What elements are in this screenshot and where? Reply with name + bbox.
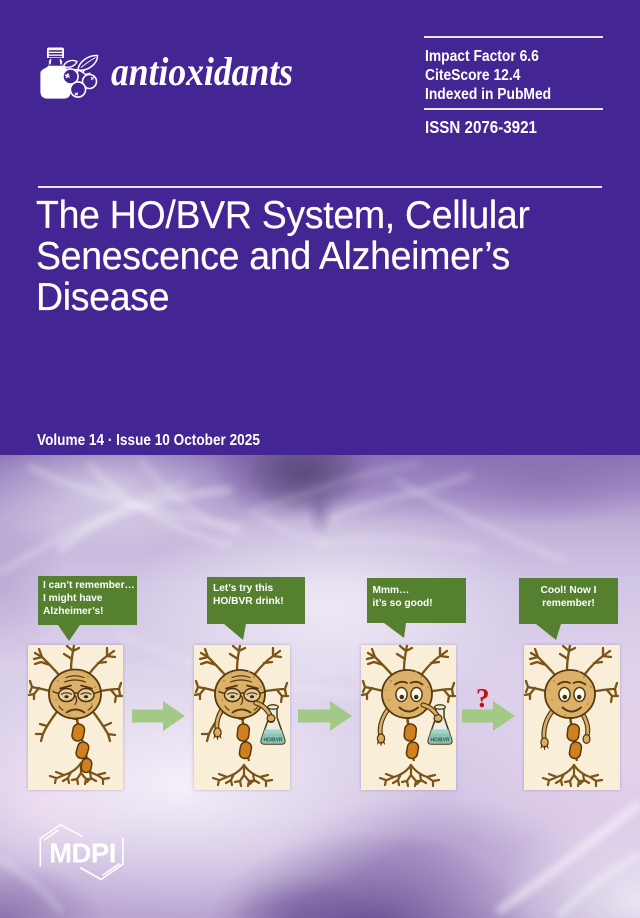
svg-text:MDPI: MDPI <box>49 838 116 869</box>
